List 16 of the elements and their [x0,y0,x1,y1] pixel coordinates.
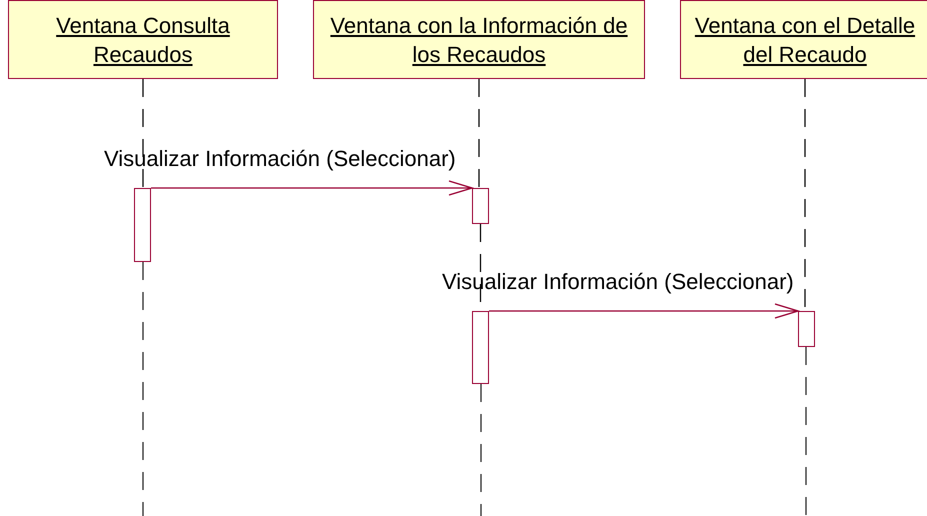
message-label: Visualizar Información (Seleccionar) [442,269,794,295]
activation-bar [472,188,489,224]
lifeline-header [313,0,645,79]
message-arrow [151,180,473,196]
activation-bar [134,188,151,262]
lifeline [478,79,480,188]
activation-bar [798,311,815,347]
message-label: Visualizar Información (Seleccionar) [104,146,456,172]
lifeline-title: Ventana con el Detalle del Recaudo [694,12,916,68]
lifeline-title: Ventana con la Información de los Recaudos [329,12,629,68]
message-arrow [489,303,799,319]
activation-bar [472,311,489,384]
lifeline-title: Ventana Consulta Recaudos [55,12,231,68]
lifeline-header [680,0,927,79]
lifeline-header [8,0,278,79]
lifeline [142,79,144,188]
